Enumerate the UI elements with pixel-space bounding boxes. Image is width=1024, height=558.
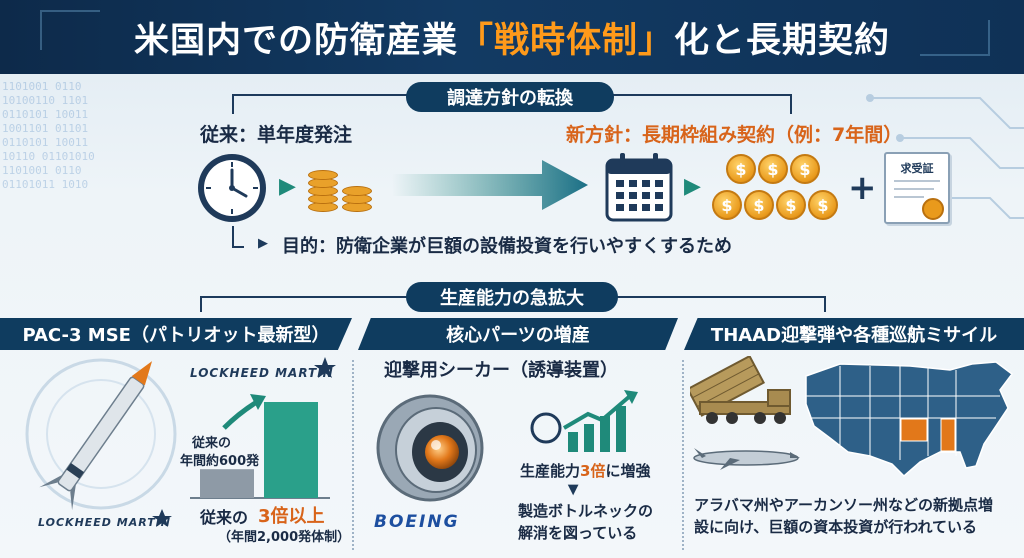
coin-icon: $ bbox=[744, 190, 774, 220]
thaad-note-line2: 設に向け、巨額の資本投資が行われている bbox=[694, 518, 978, 536]
pac3-bar-chart bbox=[190, 402, 330, 499]
growth-chart-icon bbox=[530, 390, 638, 452]
capacity-suffix: に増強 bbox=[605, 462, 651, 480]
title-tail: 化と長期契約 bbox=[674, 20, 891, 61]
down-arrow-icon: ▶ bbox=[565, 484, 582, 496]
coin-pile-icon: $ $ $ $ $ $ $ bbox=[712, 154, 842, 226]
coin-icon: $ bbox=[758, 154, 788, 184]
plus-icon: + bbox=[848, 168, 877, 208]
parts-note-line1: 製造ボトルネックの bbox=[518, 502, 654, 520]
header-banner bbox=[0, 0, 1024, 74]
lockheed-brand-top: LOCKHEED MARTIN bbox=[190, 366, 334, 380]
procurement-heading: 調達方針の転換 bbox=[406, 82, 614, 112]
growth-arrow-icon bbox=[222, 394, 266, 430]
bar-new-value: 3倍以上 bbox=[258, 506, 325, 527]
new-method-label: 新方針：長期枠組み契約（例：7年間） bbox=[566, 124, 903, 146]
title-main: 米国内での防衛産業 bbox=[133, 20, 458, 61]
column-divider bbox=[682, 360, 684, 550]
purpose-text: 目的：防衛企業が巨額の設備投資を行いやすくするため bbox=[282, 236, 732, 257]
lockheed-star-icon bbox=[152, 509, 172, 527]
clock-icon bbox=[198, 154, 266, 222]
usa-map-icon bbox=[805, 361, 1014, 478]
cruise-missile-icon bbox=[693, 448, 800, 470]
purpose-connector bbox=[232, 226, 244, 248]
launcher-truck-icon bbox=[690, 356, 791, 424]
parts-heading: 核心パーツの増産 bbox=[358, 318, 678, 350]
coin-stack-icon bbox=[306, 166, 376, 216]
coin-icon: $ bbox=[808, 190, 838, 220]
parts-subheading: 迎撃用シーカー（誘導装置） bbox=[384, 360, 618, 381]
parts-note-line2: 解消を図っている bbox=[518, 524, 638, 542]
old-method-label: 従来：単年度発注 bbox=[200, 124, 353, 146]
bar-old-label-2: 年間約600発 bbox=[180, 454, 260, 469]
column-divider bbox=[352, 360, 354, 550]
lockheed-star-icon bbox=[314, 357, 336, 378]
small-arrow-icon: ▶ bbox=[279, 174, 296, 199]
seal-icon bbox=[922, 198, 944, 220]
calendar-icon bbox=[605, 153, 673, 222]
capacity-prefix: 生産能力 bbox=[520, 462, 581, 480]
bar-old bbox=[200, 469, 254, 498]
bar-new-prefix: 従来の bbox=[200, 508, 249, 527]
binary-decoration: 1101001 0110 10100110 1101 0110101 10011… bbox=[2, 80, 95, 191]
coin-icon: $ bbox=[712, 190, 742, 220]
page-title: 米国内での防衛産業「戦時体制」化と長期契約 bbox=[0, 0, 1024, 74]
title-highlight: 「戦時体制」 bbox=[457, 20, 674, 61]
certificate-label: 求受証 bbox=[900, 162, 934, 175]
bar-old-label-1: 従来の bbox=[192, 436, 232, 451]
seeker-lens-icon bbox=[376, 394, 484, 502]
coin-icon: $ bbox=[790, 154, 820, 184]
circuit-decoration bbox=[920, 20, 990, 56]
certificate-icon: 求受証 bbox=[884, 152, 950, 224]
production-heading: 生産能力の急拡大 bbox=[406, 282, 618, 312]
lockheed-brand-bottom: LOCKHEED MARTIN bbox=[38, 516, 171, 529]
bar-new-sub: （年間2,000発体制） bbox=[218, 530, 351, 545]
thaad-heading: THAAD迎撃弾や各種巡航ミサイル bbox=[684, 318, 1024, 350]
small-arrow-icon: ▶ bbox=[684, 174, 701, 199]
transition-arrow-icon bbox=[392, 160, 588, 210]
small-arrow-icon: ▶ bbox=[258, 236, 268, 251]
bar-new bbox=[264, 402, 318, 498]
thaad-note-line1: アラバマ州やアーカンソー州などの新拠点増 bbox=[694, 496, 993, 514]
capacity-value: 3倍 bbox=[580, 462, 606, 480]
capacity-text: 生産能力3倍に増強 bbox=[520, 460, 650, 481]
circuit-decoration bbox=[40, 10, 100, 50]
coin-icon: $ bbox=[726, 154, 756, 184]
missile-icon bbox=[25, 358, 177, 511]
coin-icon: $ bbox=[776, 190, 806, 220]
pac3-heading: PAC-3 MSE（パトリオット最新型） bbox=[0, 318, 352, 350]
boeing-brand: BOEING bbox=[374, 512, 460, 532]
